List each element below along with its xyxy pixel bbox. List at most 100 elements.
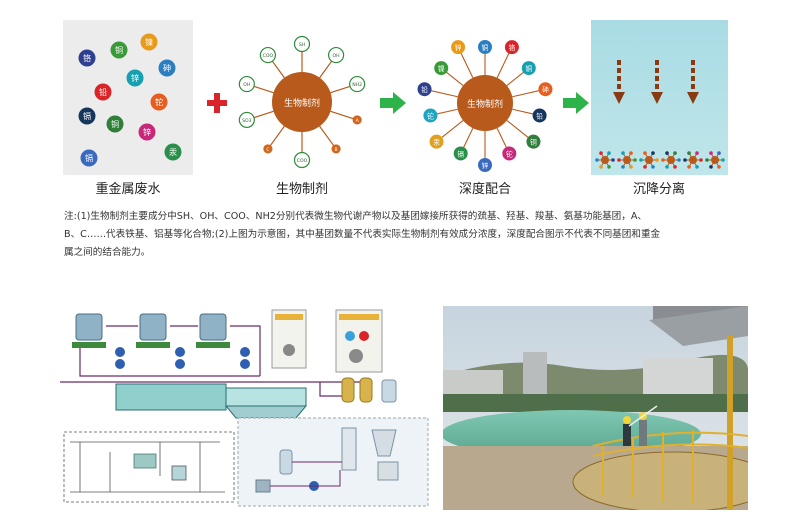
complexed-ion-bubble (532, 108, 547, 123)
heavy-metal-ion: 镍 (145, 37, 153, 47)
footnote-line-3: 属之间的结合能力。 (64, 247, 151, 258)
caption-settling: 沉降分离 (632, 182, 685, 197)
heavy-metal-ion: 砷 (163, 63, 171, 73)
complexed-ion: 镉 (457, 149, 464, 158)
complexed-ion-bubble (538, 82, 553, 97)
caption-heavy-metal: 重金属废水 (95, 182, 161, 197)
functional-group-label: OH (333, 53, 340, 59)
heavy-metal-ion-bubble (110, 41, 128, 59)
functional-group-label: B (335, 147, 338, 153)
functional-group-label: C (266, 147, 269, 153)
complexed-ion-bubble (451, 40, 466, 55)
heavy-metal-ion-bubble (80, 149, 98, 167)
sediment-particles (595, 151, 725, 169)
lower-right-schematic (237, 417, 429, 507)
complexed-ion-bubble (434, 61, 449, 76)
heavy-metal-ion-bubble (94, 83, 112, 101)
bio-agent-sphere (272, 72, 332, 132)
footnote: 注:(1)生物制剂主要成分中SH、OH、COO、NH2分别代表微生物代谢产物以及… (64, 208, 724, 262)
functional-group-label: COO (263, 53, 274, 59)
complexed-ion-bubble (423, 108, 438, 123)
sediment-particle (711, 156, 719, 164)
caption-deep-complex: 深度配合 (458, 182, 511, 197)
control-panels (271, 309, 383, 373)
complexed-ion-bubble (521, 61, 536, 76)
complexed-ion: 铅 (421, 85, 428, 94)
functional-group-bubble (259, 46, 277, 64)
complexed-ion: 锌 (482, 161, 489, 170)
deep-complex-center-label: 生物制剂 (467, 98, 503, 110)
complexed-ion: 汞 (433, 139, 440, 147)
deep-complex-sphere (457, 75, 513, 131)
railing (592, 430, 748, 504)
plus-icon (206, 92, 228, 114)
heavy-metal-ion: 铜 (115, 45, 123, 55)
functional-group-label: SO3 (242, 118, 252, 124)
heavy-metal-ion-bubble (158, 59, 176, 77)
heavy-metal-ion: 镉 (85, 154, 93, 163)
bond-line (267, 125, 285, 150)
reaction-tanks (115, 383, 308, 419)
footnote-line-1: 注:(1)生物制剂主要成分中SH、OH、COO、NH2分别代表微生物代谢产物以及… (64, 211, 648, 222)
complexed-ion-bubble (417, 82, 432, 97)
heavy-metal-ion-bubble (126, 69, 144, 87)
bond-line (330, 110, 358, 121)
settling-panel (591, 20, 728, 175)
complexed-ion-bubble (526, 134, 541, 149)
functional-group-bubble (327, 46, 345, 64)
heavy-metal-panel: 铬铜镍砷铅锌铊镉铜锌镉汞 (63, 20, 193, 175)
functional-group-bubble (263, 144, 273, 154)
functional-group-label: A (356, 118, 360, 124)
heavy-metal-ion-bubble (150, 93, 168, 111)
complexed-ion-bubble (504, 40, 519, 55)
functional-group-label: NH2 (352, 82, 362, 88)
heavy-metal-ion-bubble (78, 107, 96, 125)
filters (341, 377, 397, 403)
complexed-ion-bubble (453, 146, 468, 161)
complexed-ion-bubble (502, 146, 517, 161)
bond-line (319, 125, 337, 150)
functional-group-bubble (238, 111, 255, 129)
arrow-right-icon-2 (563, 92, 589, 114)
heavy-metal-ion: 铊 (155, 97, 163, 107)
complexed-ion-bubble (478, 40, 492, 54)
complexed-ion-bubble (429, 134, 444, 149)
pumps (115, 347, 250, 369)
functional-group-label: OH (243, 82, 250, 88)
complexed-ion-bubble (478, 158, 492, 172)
functional-group-label: COO (297, 158, 308, 164)
complexed-ion: 铜 (530, 138, 537, 147)
complexed-ion: 铜 (525, 64, 532, 73)
workers (623, 405, 658, 446)
site-photo-svg (443, 306, 748, 510)
settling-arrows (613, 60, 699, 104)
heavy-metal-ion: 铅 (99, 87, 107, 97)
sediment-particle (623, 156, 631, 164)
complexed-ion: 铅 (536, 111, 543, 120)
complexed-ion: 铊 (427, 111, 434, 120)
heavy-metal-ion-bubble (164, 143, 182, 161)
functional-group-bubble (331, 144, 341, 154)
site-photo (443, 306, 748, 510)
heavy-metal-ion-bubble (140, 33, 158, 51)
functional-group-bubble (293, 151, 311, 169)
sediment-particle (645, 156, 653, 164)
functional-group-bubble (352, 115, 362, 125)
functional-group-bubble (293, 35, 311, 53)
heavy-metal-ion: 锌 (131, 73, 139, 83)
complexed-ion: 镍 (438, 64, 445, 73)
complexed-ion: 铊 (506, 149, 513, 158)
heavy-metal-ion: 铬 (83, 53, 91, 63)
lower-left-schematic (63, 431, 235, 503)
settling-tank (591, 20, 728, 175)
sediment-particle (689, 156, 697, 164)
heavy-metal-ion-bubble (138, 123, 156, 141)
footnote-line-2: B、C……代表铁基、铝基等化合物;(2)上图为示意图，其中基团数量不代表实际生物… (64, 229, 661, 240)
functional-group-label: SH (299, 42, 305, 48)
heavy-metal-ion-bubble (78, 49, 96, 67)
process-flow-svg (60, 309, 429, 507)
process-flow-diagram (60, 306, 432, 512)
